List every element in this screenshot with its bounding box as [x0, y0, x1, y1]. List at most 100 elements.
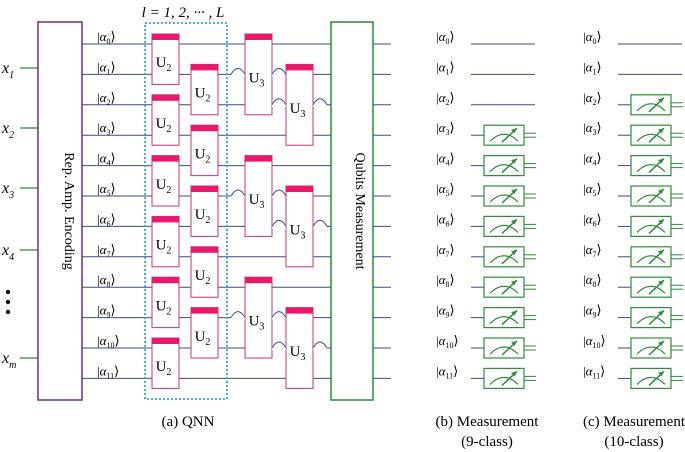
qubit-label-6: |α6⟩: [97, 211, 116, 228]
meter-arc: [636, 346, 666, 355]
gate-body: [151, 33, 180, 85]
qubit-label-2: |α2⟩: [583, 90, 602, 107]
input-label-m: xm: [1, 350, 16, 371]
u2-gate-col2: U2: [190, 124, 219, 177]
input-label-4: x4: [1, 242, 14, 263]
meter-arrowhead: [511, 341, 517, 346]
meter-arc: [489, 224, 519, 233]
u2-gate-col2: U2: [190, 307, 219, 359]
meter-box: [483, 185, 525, 207]
caption-b-line1: (b) Measurement: [436, 414, 540, 430]
qubit-label-8: |α8⟩: [97, 272, 116, 289]
wire-gap: [272, 102, 286, 107]
gate-bar: [191, 246, 218, 253]
meter-arc: [489, 255, 519, 264]
encoding-box: [37, 21, 83, 401]
gate-bar: [286, 307, 313, 314]
meter-arrowhead: [658, 280, 664, 286]
panel-c-meter: [630, 94, 683, 116]
labels-layer: l = 1, 2, ··· , Lx1x2x3x4xm|α0⟩|α1⟩|α2⟩|…: [1, 5, 685, 450]
qubit-label-2: |α2⟩: [97, 90, 116, 107]
panel-b-meter: [483, 367, 536, 389]
meter-arrowhead: [511, 189, 517, 194]
caption-a: (a) QNN: [162, 414, 215, 430]
qubit-label-5: |α5⟩: [97, 181, 116, 198]
input-label-3: x3: [1, 180, 14, 201]
u2-gate-col2: U2: [190, 63, 219, 116]
meter-arrowhead: [658, 219, 664, 225]
panel-b-meter: [483, 185, 536, 207]
meter-arc: [636, 255, 666, 264]
panel-b-meter: [483, 215, 536, 237]
meter-arc: [489, 346, 519, 355]
meter-box: [630, 215, 672, 237]
meter-arrowhead: [511, 280, 517, 286]
qubit-label-11: |α11⟩: [583, 363, 605, 380]
wire-gap: [313, 346, 327, 350]
qubit-label-9: |α9⟩: [436, 303, 455, 320]
meter-arrowhead: [658, 371, 664, 377]
qubit-label-9: |α9⟩: [583, 303, 602, 320]
meter-box: [630, 155, 672, 177]
gate-body: [151, 215, 180, 268]
wire-bridge: [271, 67, 287, 75]
layer-dashed-box: [144, 22, 228, 400]
meter-box: [483, 124, 525, 146]
meter-arrowhead: [658, 310, 664, 316]
meter-box: [630, 185, 672, 207]
meter-arc: [489, 133, 519, 142]
u3-gate-col1: U3: [244, 155, 273, 237]
meter-arrowhead: [658, 341, 664, 346]
meter-arc: [636, 224, 666, 233]
u3-gate-col2: U3: [285, 185, 314, 268]
qubit-label-8: |α8⟩: [436, 272, 455, 289]
qubit-label-0: |α0⟩: [583, 29, 602, 46]
wire-bridge: [230, 189, 246, 197]
panel-b-meter: [483, 155, 536, 177]
gate-body: [151, 337, 180, 389]
gate-label: U2: [156, 359, 172, 378]
meter-box: [630, 94, 672, 116]
gate-bar: [152, 338, 179, 344]
gate-body: [190, 307, 219, 359]
wire-gap: [231, 72, 245, 77]
gate-bar: [152, 155, 179, 162]
meter-arc: [636, 376, 666, 385]
panel-c-meter: [630, 367, 683, 389]
ellipsis-dot: [5, 289, 11, 295]
panel-b-meter: [483, 124, 536, 146]
gate-bar: [152, 34, 179, 40]
caption-c-line1: (c) Measurement: [583, 414, 685, 430]
qubit-label-5: |α5⟩: [583, 181, 602, 198]
qubit-label-1: |α1⟩: [97, 59, 116, 76]
panel-b-meter: [483, 246, 536, 268]
wire-bridge: [271, 341, 287, 349]
gate-body: [190, 63, 219, 116]
caption-b-line2: (9-class): [461, 434, 513, 450]
wire-gap: [272, 315, 286, 320]
ellipsis-dot: [5, 309, 11, 315]
gate-bar: [245, 34, 272, 40]
meter-arc: [636, 194, 666, 203]
qubits-measurement-label: Qubits Measurement: [352, 152, 367, 269]
qubit-label-6: |α6⟩: [436, 211, 455, 228]
gate-bar: [191, 125, 218, 132]
gate-body: [190, 124, 219, 177]
gate-label: U2: [195, 268, 211, 287]
meter-arrowhead: [658, 97, 664, 103]
gate-label: U3: [290, 222, 306, 241]
meter-box: [483, 337, 525, 359]
qubit-label-4: |α4⟩: [436, 151, 455, 168]
panel-b-meter: [483, 337, 536, 359]
wire-bridge: [312, 219, 328, 227]
gate-body: [151, 94, 180, 146]
gate-label: U3: [249, 314, 265, 333]
meter-arrowhead: [511, 158, 517, 164]
panel-c-meter: [630, 276, 683, 298]
meters-layer: [483, 94, 683, 389]
meter-box: [483, 276, 525, 298]
qubit-label-3: |α3⟩: [583, 120, 602, 137]
qubit-label-10: |α10⟩: [97, 333, 120, 350]
wire-bridge: [271, 311, 287, 318]
